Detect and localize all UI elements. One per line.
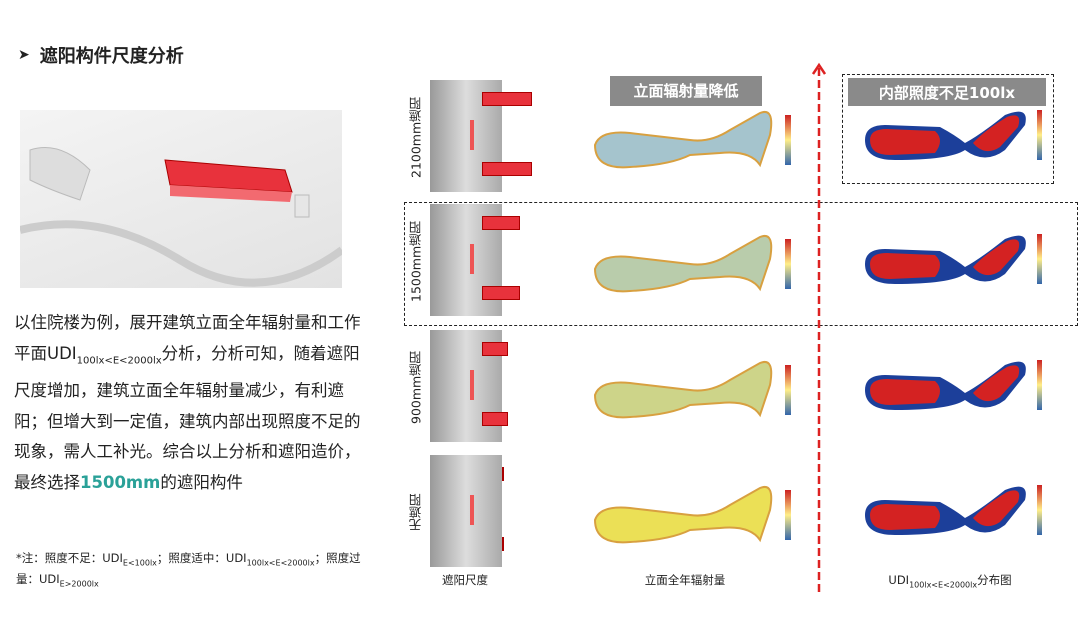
sunshade-bottom (482, 286, 520, 300)
chevron-right-icon: ➤ (18, 47, 30, 63)
row-label: 2100mm遮阳 (408, 96, 424, 179)
section-title: ➤遮阳构件尺度分析 (18, 46, 184, 67)
row-label: 900mm遮阳 (408, 350, 424, 425)
person-figure (470, 244, 474, 274)
person-figure (470, 370, 474, 400)
sunshade-bottom (502, 537, 504, 551)
facade-section-image (430, 80, 532, 192)
facade-section-image (430, 330, 508, 442)
radiation-plot (593, 111, 791, 169)
udi-distribution-plot (865, 360, 1042, 410)
sunshade-top (502, 467, 504, 481)
sunshade-bottom (482, 162, 532, 176)
selected-row-box (404, 202, 1078, 326)
facade-section-image (430, 204, 520, 316)
footnote: *注：照度不足：UDIE<100lx；照度适中：UDI100lx<E<2000l… (16, 551, 361, 589)
radiation-plot (593, 361, 791, 419)
sunshade-bottom (482, 412, 508, 426)
udi-distribution-plot (865, 485, 1042, 535)
udi-distribution-plot (865, 110, 1042, 160)
row-label: 无遮阳 (408, 493, 424, 532)
building-model-image (19, 110, 345, 288)
up-arrow-icon (812, 62, 826, 592)
footer-col3: UDI100lx<E<2000lx分布图 (888, 573, 1012, 590)
sunshade-top (482, 342, 508, 356)
row-label: 1500mm遮阳 (408, 220, 424, 303)
radiation-plot (593, 235, 791, 293)
footer-col2: 立面全年辐射量 (644, 573, 726, 587)
person-figure (470, 120, 474, 150)
highlight-value: 1500mm (80, 472, 161, 492)
description-paragraph: 以住院楼为例，展开建筑立面全年辐射量和工作平面UDI100lx<E<2000lx… (14, 313, 361, 492)
udi-distribution-plot (865, 234, 1042, 284)
person-figure (470, 495, 474, 525)
sunshade-top (482, 92, 532, 106)
facade-section-image (430, 455, 504, 567)
udi-insufficient-box (842, 74, 1054, 184)
footer-col1: 遮阳尺度 (442, 573, 488, 587)
udi-header: 内部照度不足100lx (848, 78, 1046, 106)
radiation-plot (593, 486, 791, 544)
radiation-header: 立面辐射量降低 (610, 76, 762, 106)
sunshade-top (482, 216, 520, 230)
